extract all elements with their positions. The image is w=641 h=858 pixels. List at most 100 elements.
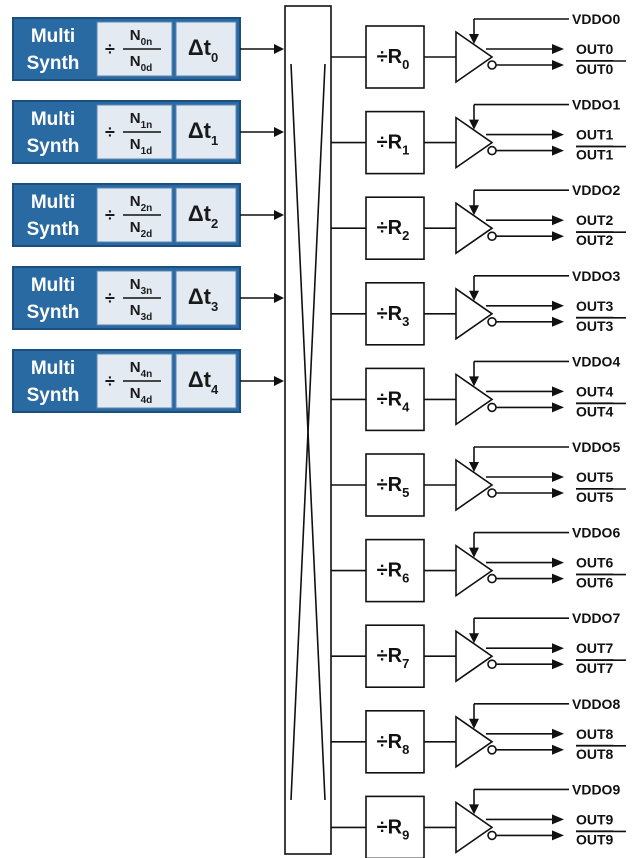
vddo-label: VDDO3: [572, 268, 620, 284]
vddo-label: VDDO5: [572, 439, 620, 455]
arrowhead: [552, 60, 564, 70]
out-bar-label: OUT9: [576, 831, 614, 847]
divide-symbol: ÷: [105, 371, 115, 391]
divide-symbol: ÷: [105, 122, 115, 142]
output-buffer-icon: [455, 800, 494, 854]
divider-numerator: N2n: [130, 193, 153, 214]
crosspoint-diagonal-line: [290, 63, 326, 801]
arrowhead: [552, 129, 564, 140]
arrowhead: [469, 34, 479, 44]
output-buffer-icon: [455, 372, 494, 426]
r-divider-box: [365, 367, 425, 432]
multisynth-label: Synth: [27, 385, 80, 406]
vddo-label: VDDO2: [572, 182, 620, 198]
r-divider-label: ÷R0: [377, 46, 410, 72]
arrowhead: [469, 804, 479, 815]
delay-cell: [175, 21, 237, 77]
multisynth-label: Multi: [31, 26, 75, 47]
r-divider-box: [365, 196, 425, 260]
arrowhead: [552, 472, 564, 482]
arrowhead: [552, 402, 564, 413]
r-divider-label: ÷R6: [377, 560, 410, 586]
inversion-bubble: [487, 573, 497, 584]
r-divider-label: ÷R5: [377, 474, 410, 500]
r-divider-label: ÷R4: [377, 388, 410, 414]
divider-denominator: N0d: [130, 53, 153, 74]
output-buffer-icon: [455, 629, 494, 683]
r-divider-label: ÷R1: [377, 132, 410, 158]
arrowhead: [469, 462, 479, 472]
divider-denominator: N4d: [130, 385, 153, 406]
arrowhead: [469, 205, 479, 216]
output-buffer-icon: [455, 30, 494, 84]
arrowhead: [469, 290, 479, 301]
out-bar-label: OUT6: [576, 575, 614, 591]
out-label: OUT0: [576, 41, 614, 57]
arrowhead: [274, 376, 284, 386]
delay-label: Δt1: [188, 118, 218, 148]
arrowhead: [469, 376, 479, 387]
inversion-bubble: [487, 488, 497, 498]
out-label: OUT9: [576, 811, 614, 827]
output-buffer-icon: [455, 201, 494, 255]
arrowhead: [469, 633, 479, 644]
arrowhead: [552, 386, 564, 397]
output-column: ÷R0VDDO0OUT0OUT0÷R1VDDO1OUT1OUT1÷R2VDDO2…: [331, 11, 626, 858]
arrowhead: [552, 215, 564, 226]
out-label: OUT6: [576, 555, 614, 571]
vddo-label: VDDO7: [572, 610, 620, 626]
inversion-bubble: [487, 145, 497, 156]
arrowhead: [552, 573, 564, 584]
arrowhead: [552, 488, 564, 498]
inversion-bubble: [487, 830, 497, 841]
arrowhead: [552, 145, 564, 156]
multisynth-column: MultiSynth÷N0nN0dΔt0MultiSynth÷N1nN1dΔt1…: [12, 17, 284, 413]
r-divider-label: ÷R7: [377, 645, 410, 671]
arrowhead: [274, 127, 284, 137]
arrowhead: [552, 814, 564, 825]
r-divider-label: ÷R8: [377, 731, 410, 757]
divider-numerator: N1n: [130, 110, 153, 131]
output-buffer-icon: [455, 116, 494, 170]
vddo-label: VDDO6: [572, 525, 620, 541]
arrowhead: [552, 44, 564, 54]
arrowhead: [469, 547, 479, 558]
out-label: OUT7: [576, 640, 614, 656]
out-label: OUT8: [576, 726, 614, 742]
delay-label: Δt0: [188, 35, 218, 65]
output-buffer-icon: [455, 458, 494, 512]
crosspoint-switch: [284, 5, 332, 855]
inversion-bubble: [487, 316, 497, 327]
out-bar-label: OUT5: [576, 489, 614, 505]
vddo-label: VDDO4: [572, 353, 620, 369]
inversion-bubble: [487, 60, 497, 70]
r-divider-box: [365, 110, 425, 175]
arrowhead: [552, 744, 564, 755]
output-buffer-icon: [455, 544, 494, 598]
divide-symbol: ÷: [105, 205, 115, 225]
r-divider-box: [365, 25, 425, 89]
output-buffer-icon: [455, 287, 494, 341]
vddo-label: VDDO1: [572, 97, 620, 113]
arrowhead: [552, 728, 564, 739]
r-divider-label: ÷R2: [377, 217, 410, 243]
multisynth-label: Multi: [31, 275, 75, 296]
arrowhead: [552, 830, 564, 841]
arrowhead: [552, 557, 564, 568]
out-label: OUT2: [576, 212, 614, 228]
arrowhead: [552, 659, 564, 670]
arrowhead: [274, 44, 284, 54]
out-label: OUT3: [576, 298, 614, 314]
